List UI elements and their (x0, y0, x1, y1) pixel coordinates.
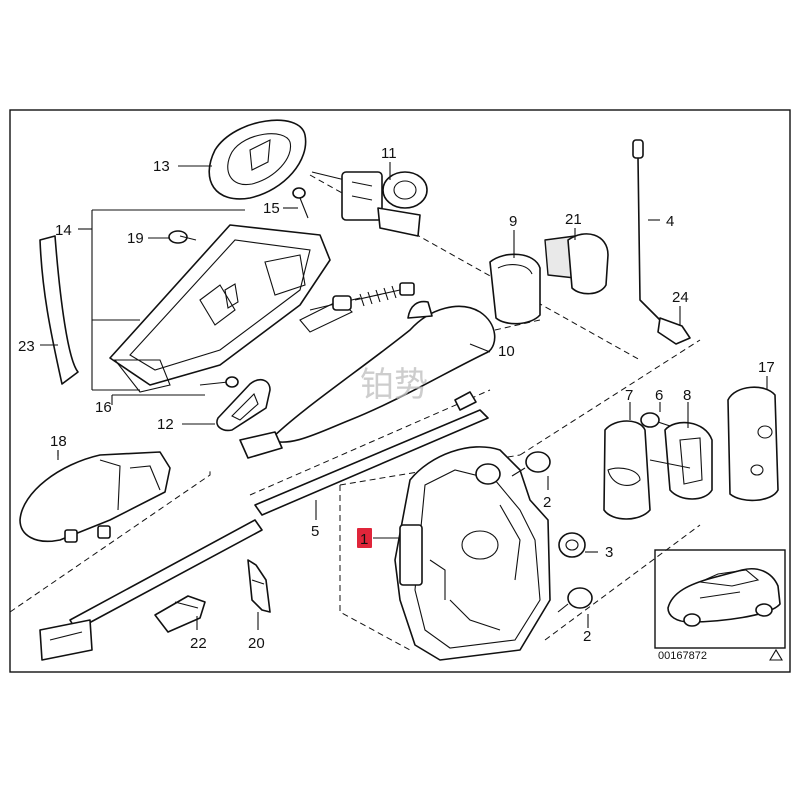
part-7-striker-plate (603, 420, 651, 520)
callout-7: 7 (625, 387, 633, 404)
inset-vehicle-thumbnail: 00167872 (654, 549, 786, 662)
diagram-frame (9, 109, 791, 673)
callout-8: 8 (683, 387, 691, 404)
callout-2-bottom: 2 (583, 628, 591, 645)
callout-11: 11 (381, 145, 397, 162)
part-5-rod (254, 409, 489, 516)
callout-9: 9 (509, 213, 517, 230)
callout-21: 21 (565, 211, 582, 228)
callout-18: 18 (50, 433, 67, 450)
part-23-seal (39, 235, 79, 385)
warning-triangle-icon (769, 648, 783, 661)
callout-16: 16 (95, 399, 112, 416)
part-13-gasket (208, 119, 307, 200)
part-19-screw (168, 230, 197, 244)
part-24-clip (657, 317, 691, 345)
callout-20: 20 (248, 635, 265, 652)
watermark: 铂势 (360, 365, 428, 405)
callout-24: 24 (672, 289, 689, 306)
part-20-bracket (247, 559, 271, 613)
cable-clip (39, 619, 93, 661)
callout-6: 6 (655, 387, 663, 404)
callout-5: 5 (311, 523, 319, 540)
callout-13: 13 (153, 158, 170, 175)
cable-spring (309, 282, 415, 311)
part-4-rod (632, 139, 661, 321)
leader-lines (40, 162, 768, 630)
part-2-screw-bottom (557, 587, 593, 613)
part-21-cap-cover (544, 233, 609, 295)
callout-15: 15 (263, 200, 280, 217)
part-6-bolt (640, 412, 671, 428)
part-1-door-lock (394, 446, 551, 661)
part-8-striker (649, 421, 713, 500)
callout-4: 4 (666, 213, 674, 230)
part-18-inner-handle (19, 451, 171, 543)
part-11-lock-cylinder (311, 171, 428, 237)
callout-1: 1 (360, 531, 368, 548)
part-14-handle-carrier (109, 224, 353, 393)
part-22-cover (154, 595, 206, 633)
highlight-marker (357, 528, 372, 548)
callout-2-top: 2 (543, 494, 551, 511)
callout-17: 17 (758, 359, 775, 376)
callout-23: 23 (18, 338, 35, 355)
callout-22: 22 (190, 635, 207, 652)
part-2-screw-top (511, 451, 551, 477)
reference-code: 00167872 (658, 650, 707, 662)
part-17-seal-pad (727, 386, 779, 502)
callout-10: 10 (498, 343, 515, 360)
part-15-bolt (292, 187, 309, 219)
callout-12: 12 (157, 416, 174, 433)
part-16-screw (199, 376, 239, 388)
callout-labels: 1 2 2 3 4 5 6 7 8 9 10 11 12 13 14 15 16… (18, 145, 775, 652)
callout-19: 19 (127, 230, 144, 247)
part-12-gasket (216, 378, 271, 432)
part-10-outside-handle (239, 300, 496, 459)
part-3-grommet (558, 532, 586, 558)
callout-3: 3 (605, 544, 613, 561)
part-9-trim-cap (489, 253, 541, 325)
callout-14: 14 (55, 222, 72, 239)
